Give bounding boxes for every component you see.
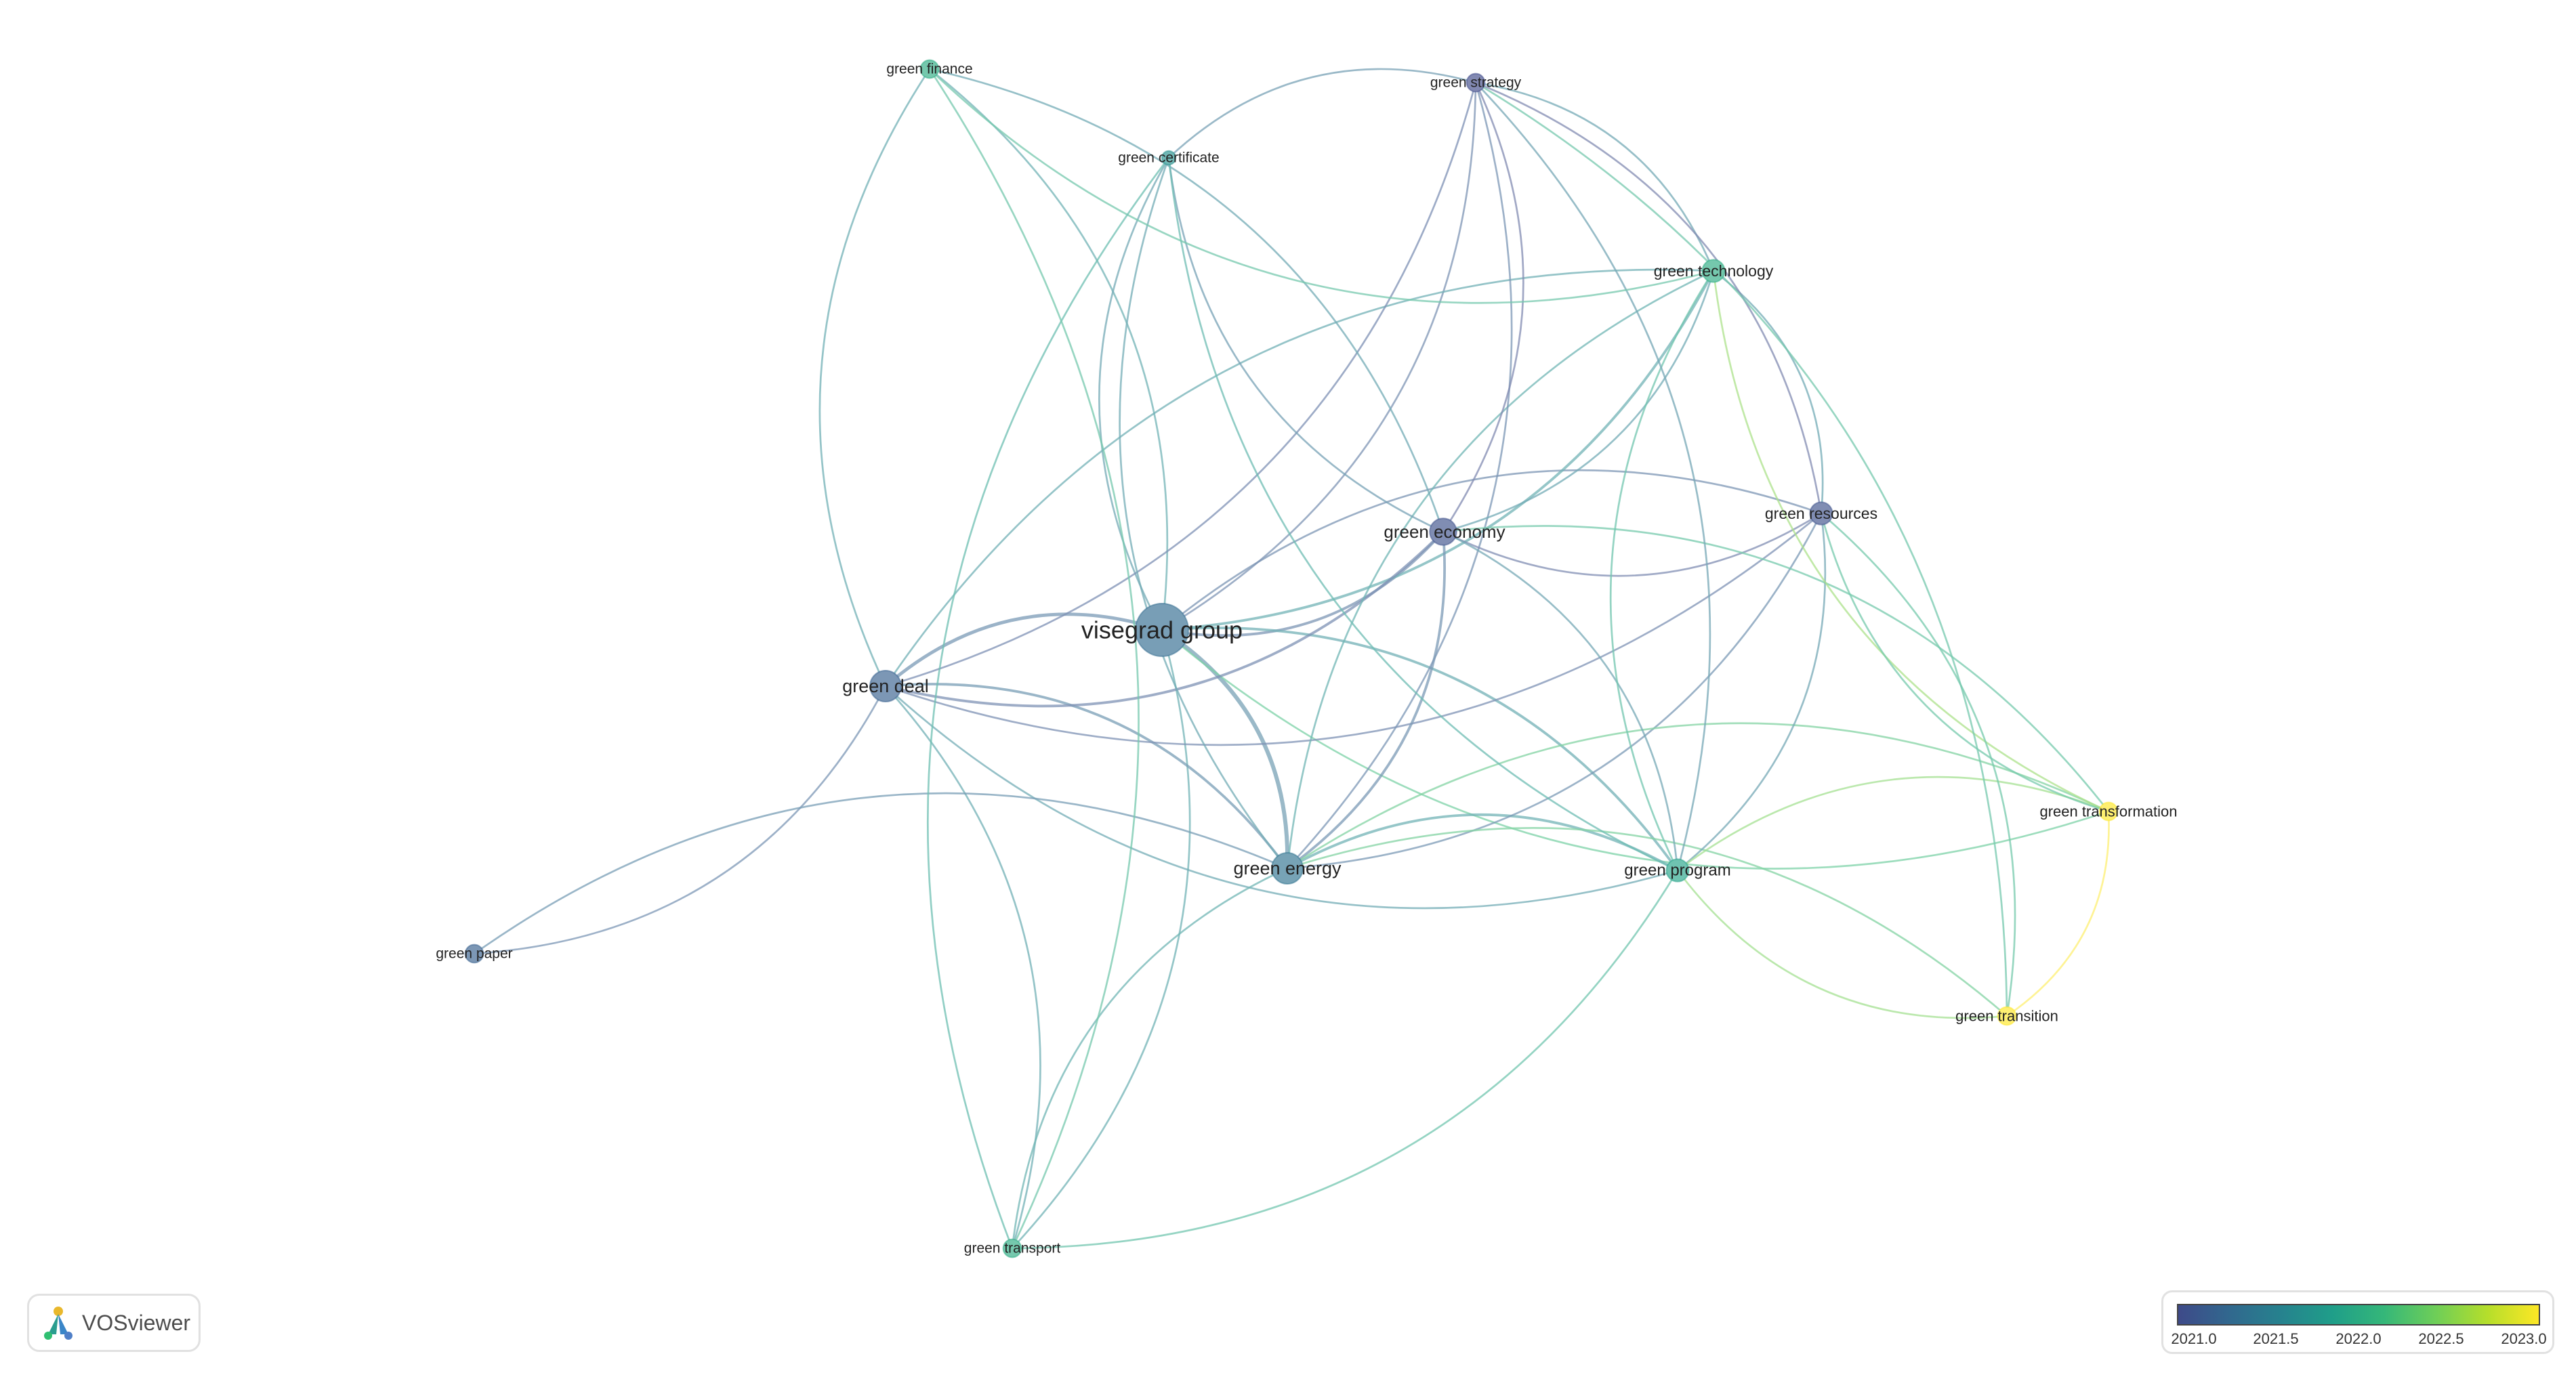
link-green_deal-green_program: [885, 685, 1678, 910]
link-green_program-green_transport: [1012, 870, 1679, 1250]
link-green_resources-green_transformation: [1820, 513, 2109, 813]
link-green_program-green_transition: [1676, 870, 2008, 1019]
label-green-resources[interactable]: green resources: [1765, 505, 1877, 522]
link-green_energy-green_certificate: [1119, 157, 1289, 869]
link-green_technology-green_transformation: [1712, 270, 2109, 813]
label-green-paper[interactable]: green paper: [436, 946, 512, 962]
link-green_program-green_certificate: [1167, 157, 1678, 872]
link-green_economy-green_program: [1442, 530, 1679, 871]
link-green_economy-green_resources: [1442, 512, 1822, 577]
link-green_energy-green_transition: [1287, 826, 2008, 1017]
label-green-transport[interactable]: green transport: [964, 1241, 1061, 1256]
link-visegrad_group-green_strategy: [1161, 82, 1477, 631]
link-green_deal-green_technology: [884, 268, 1714, 687]
link-visegrad_group-green_transformation: [1161, 629, 2109, 870]
label-green-deal[interactable]: green deal: [842, 676, 929, 696]
legend-tick: 2023.0: [2501, 1330, 2547, 1347]
label-green-technology[interactable]: green technology: [1654, 262, 1774, 280]
vosviewer-logo-icon: [44, 1307, 72, 1340]
node-green-transport[interactable]: [1002, 1238, 1022, 1258]
node-green-transformation[interactable]: [2098, 801, 2119, 822]
link-green_energy-green_strategy: [1287, 82, 1513, 869]
label-green-energy[interactable]: green energy: [1233, 858, 1342, 878]
link-green_energy-green_transport: [1011, 867, 1288, 1249]
node-green-program[interactable]: [1665, 858, 1690, 883]
link-green_resources-green_strategy: [1475, 81, 1823, 514]
node-green-certificate[interactable]: [1161, 150, 1177, 166]
label-green-transformation[interactable]: green transformation: [2040, 803, 2178, 820]
link-green_deal-green_finance: [818, 68, 931, 687]
link-green_energy-green_paper: [474, 792, 1288, 955]
link-green_economy-green_certificate: [1167, 157, 1444, 533]
legend-tick: 2022.5: [2418, 1330, 2464, 1347]
node-green-technology[interactable]: [1701, 259, 1726, 283]
link-green_finance-green_transport: [928, 68, 1140, 1249]
node-green-energy[interactable]: [1271, 852, 1304, 885]
brand-name: VOSviewer: [82, 1310, 191, 1335]
link-green_energy-green_economy: [1286, 531, 1446, 870]
link-green_energy-green_technology: [1286, 270, 1714, 869]
label-green-finance[interactable]: green finance: [886, 62, 972, 77]
label-green-program[interactable]: green program: [1624, 862, 1730, 880]
label-green-strategy[interactable]: green strategy: [1430, 75, 1522, 91]
link-green_strategy-green_transition: [1475, 81, 2008, 1017]
node-green-transition[interactable]: [1997, 1006, 2017, 1026]
node-green-deal[interactable]: [869, 670, 902, 702]
link-visegrad_group-green_economy: [1161, 530, 1445, 637]
link-green_deal-green_transport: [884, 685, 1041, 1249]
node-green-strategy[interactable]: [1466, 72, 1486, 93]
link-green_program-green_resources: [1677, 513, 1827, 872]
link-visegrad_group-green_finance: [929, 68, 1169, 631]
link-visegrad_group-green_transport: [1012, 629, 1191, 1249]
link-green_economy-green_strategy: [1442, 82, 1524, 532]
link-visegrad_group-green_certificate: [1098, 157, 1170, 631]
link-green_economy-green_transformation: [1442, 525, 2110, 812]
link-green_transformation-green_transition: [2006, 811, 2110, 1017]
link-green_program-green_transformation: [1677, 776, 2109, 872]
network-links: [474, 68, 2110, 1250]
link-visegrad_group-green_deal: [884, 612, 1163, 687]
link-green_deal-green_paper: [474, 685, 887, 955]
legend-tick: 2022.0: [2335, 1330, 2382, 1347]
node-green-paper[interactable]: [464, 944, 484, 964]
link-green_deal-green_resources: [885, 512, 1822, 746]
legend-tick: 2021.5: [2253, 1330, 2299, 1347]
link-green_deal-green_economy: [885, 530, 1445, 708]
link-visegrad_group-green_program: [1161, 627, 1679, 872]
label-green-economy[interactable]: green economy: [1384, 522, 1505, 542]
node-visegrad-group[interactable]: [1135, 603, 1189, 657]
node-green-finance[interactable]: [919, 59, 940, 79]
label-green-certificate[interactable]: green certificate: [1118, 150, 1219, 166]
network-labels: visegrad group green deal green energy gree…: [436, 62, 2177, 1256]
legend-tick: 2021.0: [2171, 1330, 2217, 1347]
link-green_economy-green_finance: [929, 68, 1445, 532]
network-nodes: [464, 59, 2119, 1258]
link-green_energy-green_resources: [1287, 513, 1823, 870]
legend-gradient-bar: [2177, 1304, 2540, 1326]
link-green_technology-green_strategy: [1475, 81, 1715, 272]
link-green_strategy-green_certificate: [1168, 68, 1476, 158]
link-green_economy-green_technology: [1442, 270, 1715, 533]
link-green_technology-green_resources: [1713, 270, 1824, 514]
link-green_program-green_technology: [1609, 270, 1715, 871]
node-green-economy[interactable]: [1429, 517, 1457, 546]
link-green_certificate-green_transport: [926, 157, 1170, 1249]
link-green_resources-green_transition: [1821, 512, 2016, 1017]
label-visegrad-group[interactable]: visegrad group: [1081, 616, 1243, 644]
link-green_energy-green_transformation: [1287, 722, 2109, 870]
link-green_technology-green_finance: [929, 68, 1714, 304]
color-legend: 2021.0 2021.5 2022.0 2022.5 2023.0: [2161, 1290, 2554, 1354]
link-green_deal-green_strategy: [885, 82, 1477, 687]
node-green-resources[interactable]: [1809, 501, 1833, 526]
label-green-transition[interactable]: green transition: [1955, 1008, 2058, 1025]
link-visegrad_group-green_resources: [1161, 469, 1822, 631]
link-visegrad_group-green_energy: [1161, 628, 1290, 869]
link-green_deal-green_energy: [885, 683, 1289, 870]
link-green_program-green_strategy: [1475, 82, 1711, 871]
vosviewer-brand[interactable]: VOSviewer: [27, 1294, 201, 1352]
